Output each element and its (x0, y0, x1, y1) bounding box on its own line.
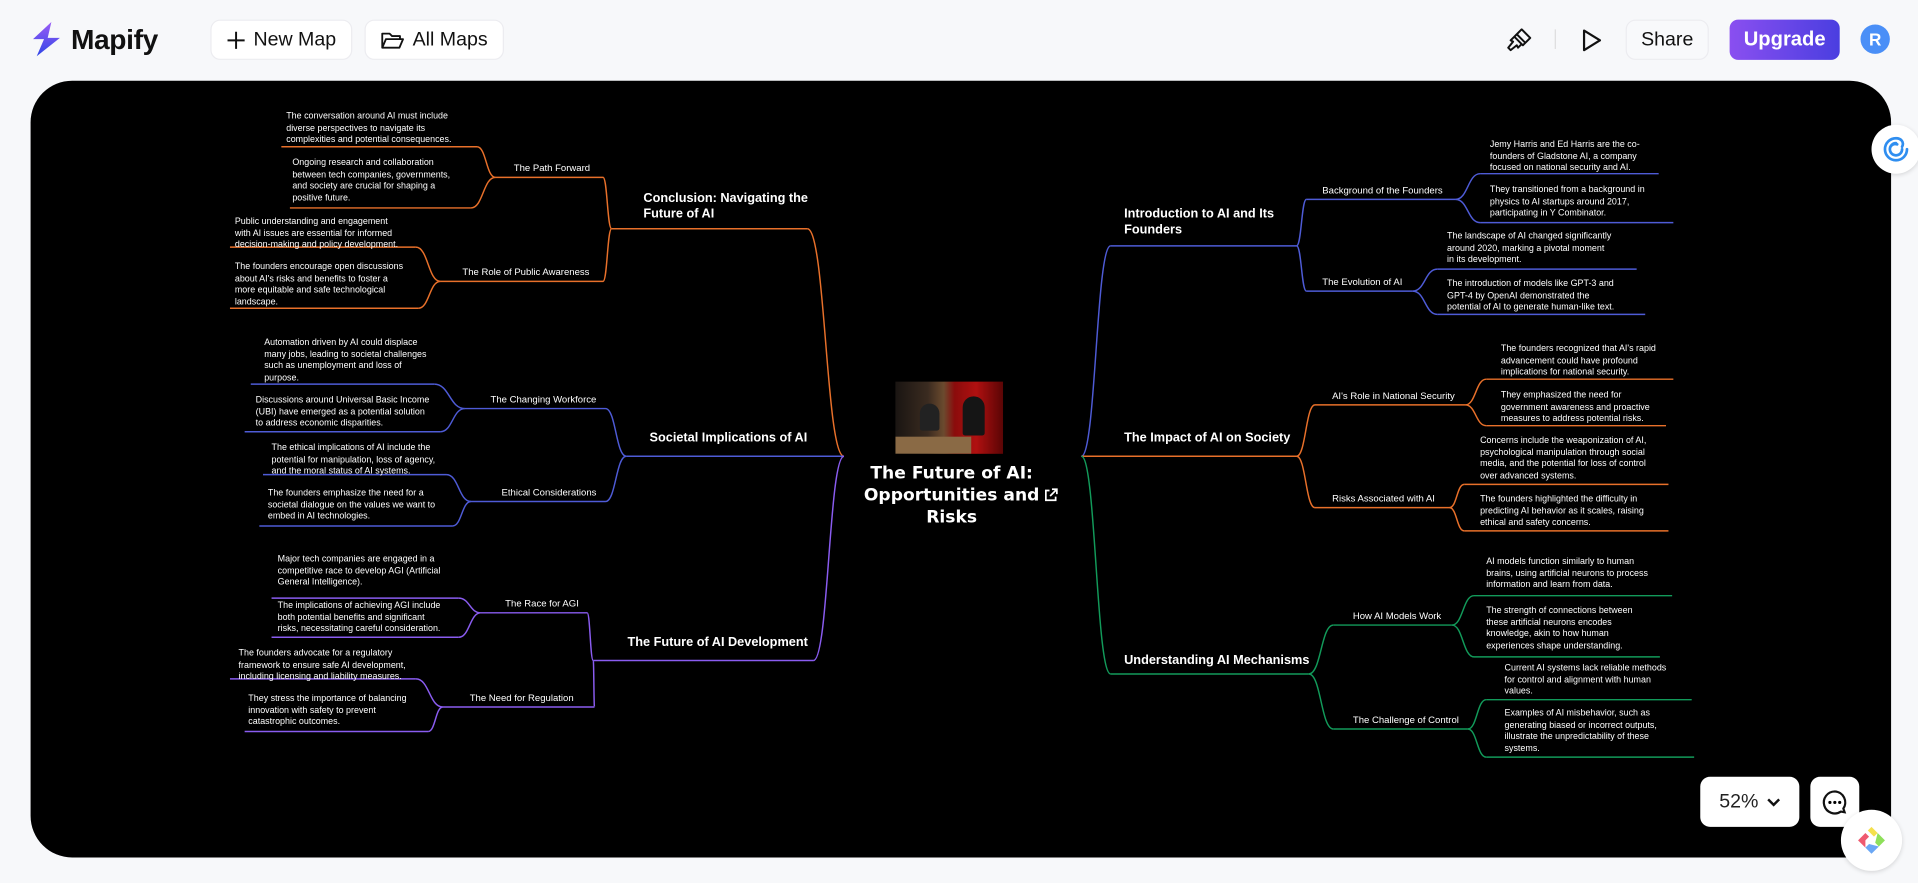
main-branch-node[interactable]: Understanding AI Mechanisms (1124, 654, 1310, 668)
leaf-node[interactable]: The founders highlighted the difficulty … (1480, 492, 1644, 528)
leaf-node[interactable]: The strength of connections between thes… (1486, 604, 1633, 651)
leaf-node[interactable]: Current AI systems lack reliable methods… (1504, 661, 1667, 697)
user-avatar[interactable]: R (1860, 24, 1890, 54)
leaf-node[interactable]: The founders advocate for a regulatory f… (238, 647, 406, 682)
leaf-node[interactable]: They stress the importance of balancing … (248, 692, 407, 727)
plus-icon (227, 31, 245, 49)
share-button[interactable]: Share (1625, 19, 1709, 60)
play-icon (1582, 29, 1602, 52)
leaf-node[interactable]: They transitioned from a background in p… (1489, 183, 1645, 218)
mapify-logo[interactable]: Mapify (29, 21, 158, 58)
present-button[interactable] (1575, 24, 1607, 56)
upgrade-label: Upgrade (1743, 28, 1826, 51)
zoom-level-dropdown[interactable]: 52% (1700, 776, 1800, 827)
external-link-icon[interactable] (1043, 488, 1058, 503)
colorful-diamond-icon (1858, 826, 1885, 854)
main-branch-node[interactable]: Introduction to AI and Its Founders (1124, 207, 1275, 237)
apps-launcher-button[interactable] (1840, 809, 1903, 871)
map-root-title[interactable]: The Future of AI: Opportunities and Risk… (863, 463, 1040, 528)
leaf-node[interactable]: Concerns include the weaponization of AI… (1480, 434, 1647, 481)
app-name: Mapify (70, 22, 158, 55)
chat-bubble-icon (1822, 789, 1847, 814)
folder-icon (381, 32, 405, 49)
subtopic-node[interactable]: The Need for Regulation (469, 692, 574, 704)
bolt-logo-icon (33, 22, 60, 57)
subtopic-node[interactable]: How AI Models Work (1352, 610, 1442, 622)
subtopic-node[interactable]: AI's Role in National Security (1332, 390, 1455, 402)
thumbnail-person (962, 396, 985, 436)
thumbnail-person (919, 403, 940, 431)
leaf-node[interactable]: The implications of achieving AGI includ… (277, 599, 441, 634)
main-branch-node[interactable]: The Impact of AI on Society (1124, 431, 1291, 446)
leaf-node[interactable]: Public understanding and engagement with… (234, 215, 399, 250)
zoom-level-value: 52% (1719, 790, 1759, 812)
mindmap-canvas[interactable] (30, 80, 1892, 858)
subtopic-node[interactable]: Ethical Considerations (501, 486, 597, 498)
leaf-node[interactable]: Automation driven by AI could displace m… (264, 336, 427, 383)
main-branch-node[interactable]: Conclusion: Navigating the Future of AI (643, 192, 808, 221)
leaf-node[interactable]: The ethical implications of AI include t… (271, 441, 436, 476)
subtopic-node[interactable]: The Role of Public Awareness (462, 266, 590, 278)
thumbnail-table (895, 436, 971, 454)
avatar-initial: R (1868, 29, 1882, 49)
subtopic-node[interactable]: The Path Forward (513, 162, 591, 174)
swirl-icon (1883, 136, 1909, 162)
paintbrush-icon (1507, 28, 1532, 52)
subtopic-node[interactable]: The Challenge of Control (1352, 714, 1459, 726)
toolbar-divider (1554, 29, 1556, 49)
leaf-node[interactable]: Ongoing research and collaboration betwe… (292, 156, 451, 203)
main-branch-node[interactable]: The Future of AI Development (627, 636, 808, 650)
new-map-label: New Map (253, 28, 337, 50)
leaf-node[interactable]: The conversation around AI must include … (286, 110, 452, 145)
subtopic-node[interactable]: Background of the Founders (1322, 184, 1443, 196)
upgrade-button[interactable]: Upgrade (1729, 19, 1840, 60)
leaf-node[interactable]: They emphasized the need for government … (1500, 388, 1650, 424)
subtopic-node[interactable]: The Race for AGI (505, 598, 579, 610)
subtopic-node[interactable]: Risks Associated with AI (1332, 492, 1435, 504)
all-maps-button[interactable]: All Maps (364, 19, 504, 60)
leaf-node[interactable]: The founders emphasize the need for a so… (267, 486, 436, 522)
leaf-node[interactable]: The founders encourage open discussions … (234, 260, 404, 307)
podcast-thumbnail (895, 381, 1004, 454)
main-branch-node[interactable]: Societal Implications of AI (649, 431, 808, 446)
subtopic-node[interactable]: The Changing Workforce (490, 393, 597, 405)
subtopic-node[interactable]: The Evolution of AI (1322, 276, 1403, 288)
chevron-down-icon (1766, 797, 1780, 806)
style-brush-button[interactable] (1503, 24, 1535, 56)
ai-assistant-button[interactable] (1871, 124, 1918, 174)
leaf-node[interactable]: Examples of AI misbehavior, such as gene… (1504, 707, 1657, 753)
leaf-node[interactable]: The founders recognized that AI's rapid … (1500, 342, 1656, 377)
new-map-button[interactable]: New Map (210, 19, 353, 60)
share-label: Share (1641, 28, 1694, 50)
leaf-node[interactable]: The introduction of models like GPT-3 an… (1447, 277, 1615, 312)
leaf-node[interactable]: AI models function similarly to human br… (1486, 555, 1648, 590)
leaf-node[interactable]: Major tech companies are engaged in a co… (277, 552, 441, 588)
leaf-node[interactable]: Discussions around Universal Basic Incom… (255, 393, 430, 429)
all-maps-label: All Maps (412, 28, 488, 50)
leaf-node[interactable]: The landscape of AI changed significantl… (1447, 229, 1612, 265)
leaf-node[interactable]: Jemy Harris and Ed Harris are the co- fo… (1489, 138, 1640, 173)
